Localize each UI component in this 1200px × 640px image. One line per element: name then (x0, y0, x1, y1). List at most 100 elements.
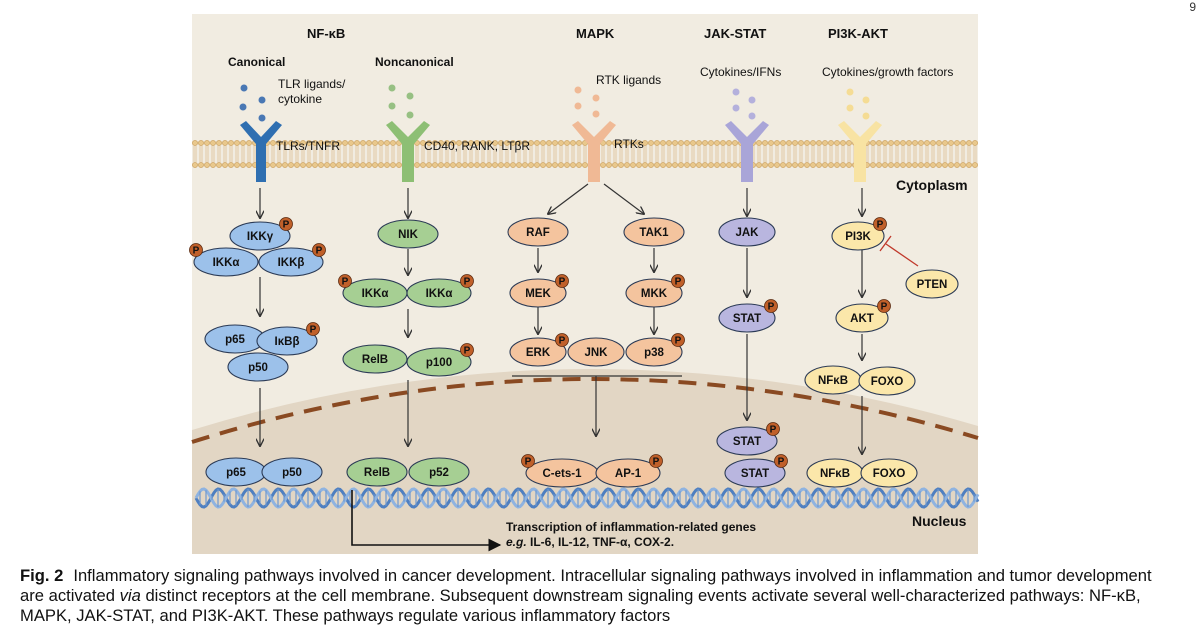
node-p65-n: p65 (205, 457, 267, 487)
node-label-jak: JAK (735, 227, 759, 239)
svg-text:P: P (342, 277, 349, 288)
node-label-ap1: AP-1 (615, 468, 642, 480)
svg-text:P: P (768, 302, 775, 313)
cell-membrane (192, 140, 978, 168)
title-canonical: Canonical (228, 55, 285, 69)
node-relb-n: RelB (346, 457, 408, 487)
svg-text:P: P (310, 325, 317, 336)
ligand-dots-pi3k (846, 88, 870, 120)
dna-helix (194, 487, 980, 509)
node-raf: RAF (507, 217, 569, 247)
node-label-foxo-n: FOXO (873, 468, 906, 480)
signaling-pathways-figure: NF-κB Canonical Noncanonical MAPK JAK-ST… (189, 14, 980, 554)
node-p52: p52 (408, 457, 470, 487)
node-label-p50-c: p50 (248, 362, 268, 374)
phospho-badge: P (460, 343, 474, 357)
title-mapk: MAPK (576, 26, 615, 41)
ligand-dots-tlr (239, 84, 266, 122)
receptor-tlr (240, 121, 282, 182)
node-foxo-n: FOXO (860, 458, 918, 488)
phospho-badge: P (671, 333, 685, 347)
node-label-ikk-alpha-n1: IKKα (362, 288, 389, 300)
receptor-rtk (572, 121, 616, 182)
receptor-label-rtk: RTKs (614, 137, 644, 151)
phospho-badge: P (521, 454, 535, 468)
svg-text:P: P (559, 336, 566, 347)
node-label-cets: C-ets-1 (543, 468, 583, 480)
node-label-jnk: JNK (584, 347, 608, 359)
phospho-badge: P (873, 217, 887, 231)
title-pi3kakt: PI3K-AKT (828, 26, 888, 41)
phospho-badge: P (306, 322, 320, 336)
nucleus-region (192, 368, 978, 554)
phospho-badge: P (460, 274, 474, 288)
node-tak1: TAK1 (623, 217, 685, 247)
node-p65-c: p65 (204, 324, 266, 354)
pten-inhibition (879, 235, 919, 267)
node-label-akt: AKT (850, 313, 874, 325)
ligand-cytokines-ifn: Cytokines/IFNs (700, 65, 781, 79)
caption-text-part2: distinct receptors at the cell membrane.… (20, 586, 1141, 625)
transcription-arrow (351, 490, 502, 552)
node-label-ikk-gamma: IKKγ (247, 231, 274, 243)
phospho-badge: P (764, 299, 778, 313)
node-label-stat-n2: STAT (741, 468, 769, 480)
page-number: 9 (1189, 0, 1196, 14)
svg-text:P: P (283, 220, 290, 231)
receptor-label-tlr: TLRs/TNFR (276, 139, 340, 153)
phospho-badge: P (279, 217, 293, 231)
node-label-p38: p38 (644, 347, 664, 359)
node-nfkb-c: NFκB (804, 365, 862, 395)
node-label-ikk-alpha-c: IKKα (213, 257, 240, 269)
node-p50-c: p50 (227, 352, 289, 382)
phospho-badge: P (766, 422, 780, 436)
svg-text:P: P (525, 457, 532, 468)
svg-text:P: P (770, 425, 777, 436)
phospho-badge: P (312, 243, 326, 257)
phospho-badge: P (189, 243, 203, 257)
receptor-cd40 (386, 121, 430, 182)
label-nucleus: Nucleus (912, 513, 967, 529)
node-label-pi3k: PI3K (845, 231, 871, 243)
node-stat-n2: STAT P (724, 454, 788, 488)
svg-text:P: P (675, 277, 682, 288)
node-label-p65-c: p65 (225, 334, 245, 346)
node-label-p100: p100 (426, 357, 452, 369)
node-foxo-c: FOXO (858, 366, 916, 396)
node-label-raf: RAF (526, 227, 550, 239)
node-nik: NIK (377, 219, 439, 249)
node-label-pten: PTEN (917, 279, 948, 291)
ligand-dots-jak (732, 88, 756, 120)
node-label-nik: NIK (398, 229, 419, 241)
ligand-dots-rtk (574, 86, 600, 118)
node-label-mkk: MKK (641, 288, 668, 300)
receptor-pi3k (838, 121, 882, 182)
receptor-label-cd40: CD40, RANK, LTβR (424, 139, 530, 153)
node-label-nfkb-n: NFκB (820, 468, 850, 480)
phospho-badge: P (649, 454, 663, 468)
label-cytoplasm: Cytoplasm (896, 177, 968, 193)
svg-text:P: P (193, 246, 200, 257)
ligand-dots-cd40 (388, 84, 414, 119)
title-noncanonical: Noncanonical (375, 55, 454, 69)
node-pten: PTEN (905, 269, 959, 299)
phospho-badge: P (671, 274, 685, 288)
svg-text:P: P (675, 336, 682, 347)
node-label-ikk-alpha-n2: IKKα (426, 288, 453, 300)
node-ikk-alpha-c: IKKα P (189, 243, 259, 277)
node-p100: p100 P (406, 343, 474, 377)
receptor-jak (725, 121, 769, 182)
node-akt: AKT P (835, 299, 891, 333)
node-label-tak1: TAK1 (639, 227, 669, 239)
node-ap1: AP-1 P (595, 454, 663, 488)
svg-text:P: P (881, 302, 888, 313)
phospho-badge: P (555, 274, 569, 288)
phospho-badge: P (555, 333, 569, 347)
node-relb-c: RelB (342, 344, 408, 374)
svg-text:P: P (778, 457, 785, 468)
